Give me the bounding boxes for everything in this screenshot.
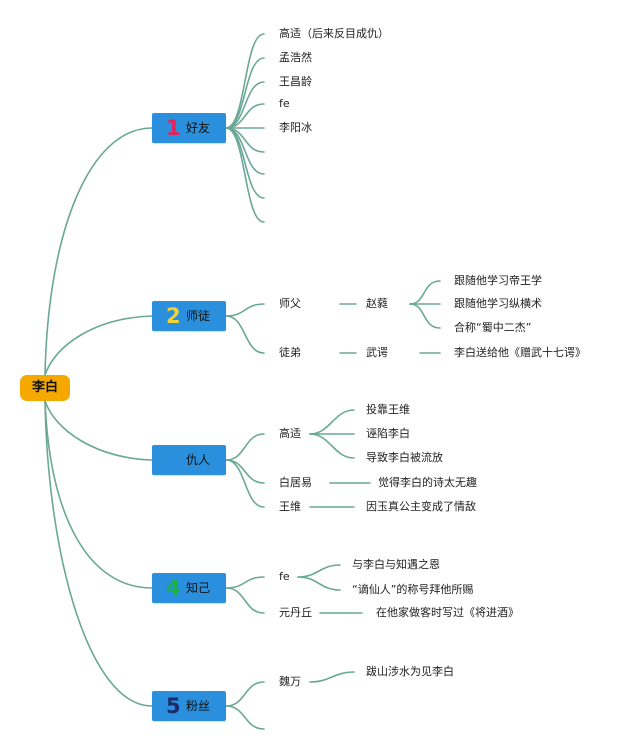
enemy-detail: 因玉真公主变成了情敌	[366, 500, 476, 513]
category-label-mentors: 师徒	[186, 309, 211, 323]
friend-item: 孟浩然	[279, 51, 312, 64]
fan-detail: 跋山涉水为见李白	[366, 665, 454, 678]
fan-name: 魏万	[279, 675, 301, 688]
category-number-2: 2	[166, 304, 181, 328]
confidant-detail: 与李白与知遇之恩	[352, 558, 440, 571]
category-mentors[interactable]: 2 师徒	[152, 301, 226, 331]
category-enemies[interactable]: 仇人	[152, 445, 226, 475]
category-fans[interactable]: 5 粉丝	[152, 691, 226, 721]
category-number-5: 5	[166, 694, 181, 718]
mentor-detail: 合称“蜀中二杰”	[454, 321, 532, 334]
enemy-name: 王维	[279, 500, 301, 513]
friend-item: 高适（后来反目成仇）	[279, 27, 389, 40]
mentor-detail: 跟随他学习帝王学	[454, 274, 542, 287]
confidant-name: 元丹丘	[279, 606, 312, 619]
branch-root-to-friends	[44, 127, 153, 376]
mentor-detail: 跟随他学习纵横术	[454, 297, 542, 310]
enemy-name: 高适	[279, 427, 301, 440]
branch-root-to-fans	[44, 400, 153, 707]
enemy-name: 白居易	[279, 476, 312, 489]
category-label-fans: 粉丝	[186, 699, 211, 713]
enemy-detail: 导致李白被流放	[366, 451, 443, 464]
branch-root-to-enemies	[44, 400, 153, 461]
friend-item: 李阳冰	[279, 121, 312, 134]
friend-item: fe	[279, 97, 290, 110]
category-label-friends: 好友	[186, 121, 211, 135]
enemy-detail: 觉得李白的诗太无趣	[378, 476, 477, 489]
student-name: 武谔	[366, 346, 388, 359]
category-label-enemies: 仇人	[186, 453, 211, 467]
category-confidants[interactable]: 4 知己	[152, 573, 226, 603]
enemy-detail: 投靠王维	[366, 403, 410, 416]
branch-root-to-mentors	[44, 315, 153, 376]
category-number-4: 4	[166, 576, 181, 600]
category-label-confidants: 知己	[186, 581, 211, 595]
confidant-detail: “谪仙人”的称号拜他所赐	[352, 583, 474, 596]
confidant-name: fe	[279, 570, 290, 583]
enemy-detail: 诬陷李白	[366, 427, 410, 440]
student-label: 徒弟	[279, 346, 301, 359]
friend-item: 王昌龄	[279, 75, 312, 88]
student-detail: 李白送给他《赠武十七谔》	[454, 346, 586, 359]
category-number-1: 1	[166, 116, 181, 140]
branch-root-to-confidants	[44, 400, 153, 589]
confidant-detail: 在他家做客时写过《将进酒》	[376, 606, 519, 619]
category-friends[interactable]: 1 好友	[152, 113, 226, 143]
mentor-name: 赵蕤	[366, 297, 388, 310]
mentor-label: 师父	[279, 297, 301, 310]
root-node[interactable]: 李白	[20, 375, 70, 401]
